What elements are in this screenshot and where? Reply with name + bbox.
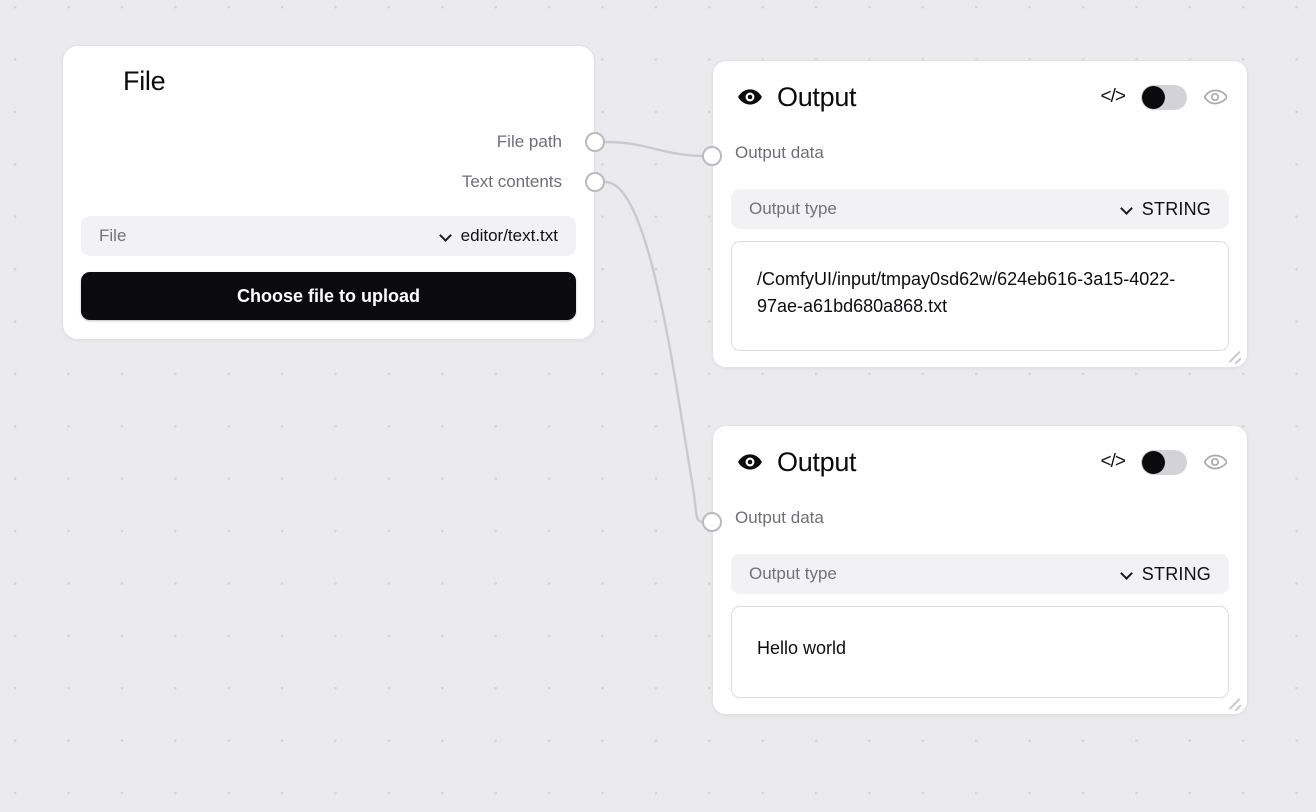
output-node-1-header: Output </>	[713, 61, 1247, 133]
output-node-1-type-combo[interactable]: Output type STRING	[731, 189, 1229, 229]
output-node-1-type-value: STRING	[1141, 198, 1211, 219]
file-select-label: File	[99, 226, 127, 245]
output-node-1-toggle[interactable]	[1141, 84, 1187, 110]
input-port-output-node-2[interactable]	[702, 512, 722, 532]
edge-filepath-to-output1	[604, 140, 704, 158]
file-select-value-wrap[interactable]: editor/text.txt	[441, 226, 558, 246]
output-node-2-data-label: Output data	[735, 508, 824, 527]
output-node-2-type-label: Output type	[749, 564, 837, 583]
output-node-1-data-label: Output data	[735, 143, 824, 162]
output-port-label-text-contents: Text contents	[461, 172, 562, 191]
edge-textcontents-to-output2	[604, 180, 704, 524]
output-node-2-title-wrap: Output	[737, 447, 1101, 478]
output-node-1-actions: </>	[1100, 84, 1227, 110]
output-node-2-text-value[interactable]: Hello world	[731, 606, 1229, 698]
output-node-2-type-combo[interactable]: Output type STRING	[731, 554, 1229, 594]
file-select-value: editor/text.txt	[460, 226, 558, 245]
output-node-1-resize-handle[interactable]	[1226, 346, 1242, 362]
chevron-down-icon	[1122, 569, 1133, 580]
output-node-2[interactable]: Output </> Output data Output type STRIN…	[712, 425, 1248, 715]
output-node-2-title: Output	[777, 446, 857, 477]
output-port-text-contents[interactable]	[585, 172, 605, 192]
output-node-2-actions: </>	[1100, 449, 1227, 475]
file-node[interactable]: File File path Text contents File editor…	[62, 45, 595, 340]
eye-outline-icon[interactable]	[1203, 85, 1227, 109]
output-node-1-title-wrap: Output	[737, 82, 1101, 113]
output-node-1-type-value-wrap[interactable]: STRING	[1122, 199, 1211, 220]
code-brackets-icon[interactable]: </>	[1100, 86, 1127, 107]
eye-solid-icon	[738, 454, 762, 470]
output-node-1-title: Output	[777, 81, 857, 112]
file-select-combo[interactable]: File editor/text.txt	[81, 216, 576, 256]
eye-outline-icon[interactable]	[1203, 450, 1227, 474]
output-node-2-toggle[interactable]	[1141, 449, 1187, 475]
file-node-title: File	[123, 66, 166, 96]
output-node-1-text-value[interactable]: /ComfyUI/input/tmpay0sd62w/624eb616-3a15…	[731, 241, 1229, 351]
output-port-row-file-path: File path	[497, 132, 578, 152]
output-node-1-type-label: Output type	[749, 199, 837, 218]
output-port-label-file-path: File path	[496, 132, 562, 151]
chevron-down-icon	[441, 231, 452, 242]
output-node-2-header: Output </>	[713, 426, 1247, 498]
code-brackets-icon[interactable]: </>	[1100, 451, 1127, 472]
output-port-file-path[interactable]	[585, 132, 605, 152]
output-node-2-resize-handle[interactable]	[1226, 693, 1242, 709]
output-node-1[interactable]: Output </> Output data Output type STRIN…	[712, 60, 1248, 368]
eye-solid-icon	[738, 89, 762, 105]
chevron-down-icon	[1122, 204, 1133, 215]
output-node-2-type-value: STRING	[1141, 563, 1211, 584]
input-port-output-node-1[interactable]	[702, 146, 722, 166]
output-port-row-text-contents: Text contents	[462, 172, 578, 192]
choose-file-to-upload-button[interactable]: Choose file to upload	[81, 272, 576, 320]
output-node-2-type-value-wrap[interactable]: STRING	[1122, 564, 1211, 585]
